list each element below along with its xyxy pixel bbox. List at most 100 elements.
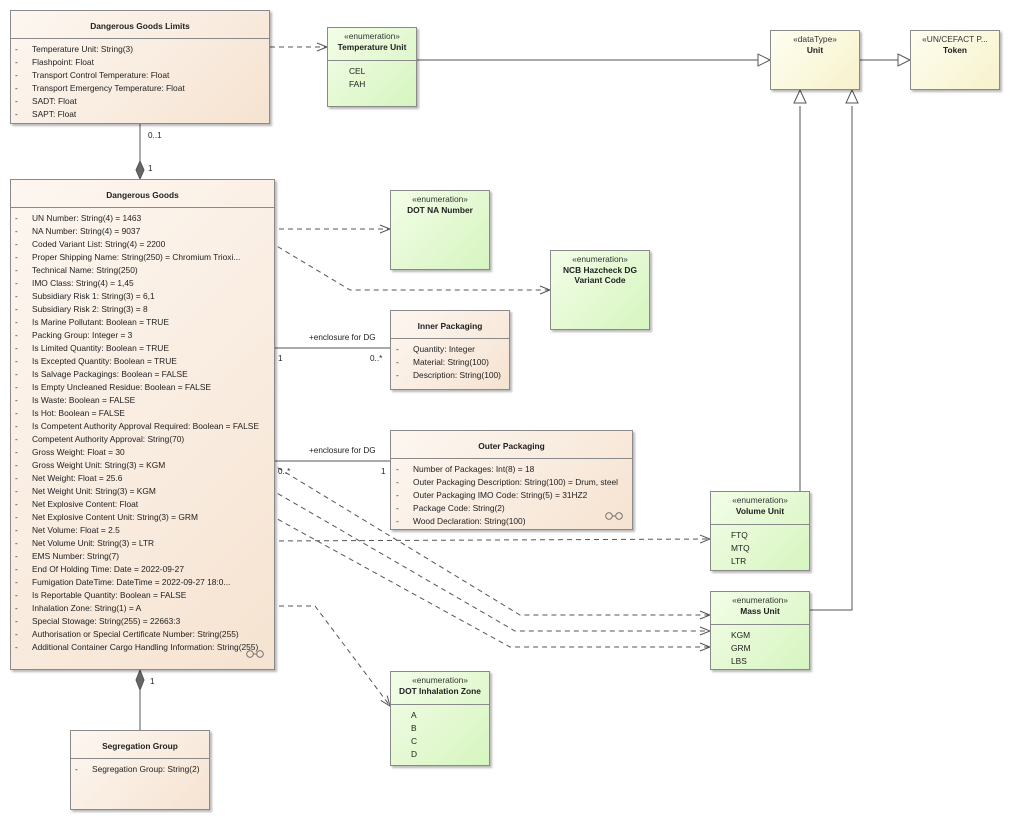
attribute-row[interactable]: -Is Waste: Boolean = FALSE <box>15 394 274 407</box>
attribute-row[interactable]: -Net Weight Unit: String(3) = KGM <box>15 485 274 498</box>
attribute-row[interactable]: -Transport Emergency Temperature: Float <box>15 82 269 95</box>
volume-unit-enumeration[interactable]: «enumeration» Volume Unit FTQ MTQ LTR <box>710 491 810 571</box>
visibility-marker: - <box>15 369 18 379</box>
attribute-row[interactable]: -Package Code: String(2) <box>396 502 632 515</box>
attribute-row[interactable]: -Competent Authority Approval: String(70… <box>15 433 274 446</box>
attribute-row[interactable]: -Subsidiary Risk 1: String(3) = 6,1 <box>15 290 274 303</box>
datatype-title: Unit <box>806 45 824 55</box>
attribute-list: -Number of Packages: Int(8) = 18-Outer P… <box>391 459 632 528</box>
visibility-marker: - <box>396 370 399 380</box>
enumeration-header: «enumeration» Volume Unit <box>711 492 809 524</box>
attribute-text: Inhalation Zone: String(1) = A <box>32 603 142 613</box>
attribute-row[interactable]: -SADT: Float <box>15 95 269 108</box>
attribute-row[interactable]: -Is Hot: Boolean = FALSE <box>15 407 274 420</box>
attribute-row[interactable]: -Temperature Unit: String(3) <box>15 43 269 56</box>
enumeration-title: DOT NA Number <box>407 205 473 215</box>
attribute-row[interactable]: -Number of Packages: Int(8) = 18 <box>396 463 632 476</box>
linked-note-icon <box>605 512 623 520</box>
attribute-text: UN Number: String(4) = 1463 <box>32 213 142 223</box>
composition-diamond <box>135 159 145 181</box>
attribute-row[interactable]: -Authorisation or Special Certificate Nu… <box>15 628 274 641</box>
enum-literal[interactable]: B <box>411 723 417 733</box>
outer-packaging-class[interactable]: Outer Packaging -Number of Packages: Int… <box>390 430 633 530</box>
ncb-hazcheck-variant-enumeration[interactable]: «enumeration» NCB Hazcheck DG Variant Co… <box>550 250 650 330</box>
visibility-marker: - <box>15 642 18 652</box>
attribute-row[interactable]: -Inhalation Zone: String(1) = A <box>15 602 274 615</box>
attribute-row[interactable]: -Segregation Group: String(2) <box>75 763 209 776</box>
enum-literal[interactable]: LTR <box>731 556 747 566</box>
attribute-text: Packing Group: Integer = 3 <box>32 330 133 340</box>
attribute-row[interactable]: -Gross Weight Unit: String(3) = KGM <box>15 459 274 472</box>
attribute-row[interactable]: -Technical Name: String(250) <box>15 264 274 277</box>
stereotype-label: «enumeration» <box>732 495 788 505</box>
enum-literal[interactable]: GRM <box>731 643 751 653</box>
attribute-row[interactable]: -Wood Declaration: String(100) <box>396 515 632 528</box>
unit-datatype[interactable]: «dataType» Unit <box>770 30 860 90</box>
attribute-row[interactable]: -Transport Control Temperature: Float <box>15 69 269 82</box>
visibility-marker: - <box>15 499 18 509</box>
visibility-marker: - <box>15 330 18 340</box>
dangerous-goods-class[interactable]: Dangerous Goods -UN Number: String(4) = … <box>10 179 275 670</box>
attribute-row[interactable]: -EMS Number: String(7) <box>15 550 274 563</box>
enum-literal[interactable]: A <box>411 710 417 720</box>
attribute-row[interactable]: -Coded Variant List: String(4) = 2200 <box>15 238 274 251</box>
attribute-row[interactable]: -Outer Packaging Description: String(100… <box>396 476 632 489</box>
attribute-row[interactable]: -Subsidiary Risk 2: String(3) = 8 <box>15 303 274 316</box>
attribute-row[interactable]: - Packing Group: Integer = 3 <box>15 329 274 342</box>
attribute-row[interactable]: -Is Empty Uncleaned Residue: Boolean = F… <box>15 381 274 394</box>
enum-literal[interactable]: KGM <box>731 630 751 640</box>
segregation-group-class[interactable]: Segregation Group -Segregation Group: St… <box>70 730 210 810</box>
attribute-row[interactable]: -Description: String(100) <box>396 369 509 382</box>
dependency-mass-unit-explosive <box>269 514 710 647</box>
attribute-row[interactable]: -NA Number: String(4) = 9037 <box>15 225 274 238</box>
enum-literal[interactable]: D <box>411 749 418 759</box>
attribute-row[interactable]: -Gross Weight: Float = 30 <box>15 446 274 459</box>
enumeration-title: Mass Unit <box>740 606 780 616</box>
enum-literal[interactable]: FTQ <box>731 530 748 540</box>
attribute-text: Is Empty Uncleaned Residue: Boolean = FA… <box>32 382 212 392</box>
visibility-marker: - <box>15 96 18 106</box>
visibility-marker: - <box>396 490 399 500</box>
attribute-row[interactable]: -Flashpoint: Float <box>15 56 269 69</box>
attribute-row[interactable]: -IMO Class: String(4) = 1,45 <box>15 277 274 290</box>
attribute-row[interactable]: -Net Explosive Content: Float <box>15 498 274 511</box>
enum-literal[interactable]: C <box>411 736 418 746</box>
stereotype-label: «dataType» <box>793 34 837 44</box>
attribute-row[interactable]: -Additional Container Cargo Handling Inf… <box>15 641 274 654</box>
dangerous-goods-limits-class[interactable]: Dangerous Goods Limits -Temperature Unit… <box>10 10 270 124</box>
attribute-row[interactable]: -End Of Holding Time: Date = 2022-09-27 <box>15 563 274 576</box>
enum-literal[interactable]: FAH <box>349 79 366 89</box>
dot-na-number-enumeration[interactable]: «enumeration» DOT NA Number <box>390 190 490 270</box>
attribute-row[interactable]: -Is Marine Pollutant: Boolean = TRUE <box>15 316 274 329</box>
attribute-row[interactable]: -Proper Shipping Name: String(250) = Chr… <box>15 251 274 264</box>
attribute-row[interactable]: -Is Limited Quantity: Boolean = TRUE <box>15 342 274 355</box>
visibility-marker: - <box>75 764 78 774</box>
attribute-row[interactable]: -Material: String(100) <box>396 356 509 369</box>
attribute-row[interactable]: -Outer Packaging IMO Code: String(5) = 3… <box>396 489 632 502</box>
attribute-row[interactable]: -Is Salvage Packagings: Boolean = FALSE <box>15 368 274 381</box>
attribute-row[interactable]: -Special Stowage: String(255) = 22663:3 <box>15 615 274 628</box>
attribute-row[interactable]: -Net Explosive Content Unit: String(3) =… <box>15 511 274 524</box>
enum-literal[interactable]: MTQ <box>731 543 750 553</box>
attribute-row[interactable]: -Net Volume: Float = 2.5 <box>15 524 274 537</box>
attribute-row[interactable]: -Net Weight: Float = 25.6 <box>15 472 274 485</box>
attribute-row[interactable]: -Is Reportable Quantity: Boolean = FALSE <box>15 589 274 602</box>
class-title: Outer Packaging <box>478 441 545 451</box>
token-datatype[interactable]: «UN/CEFACT P... Token <box>910 30 1000 90</box>
enum-literal[interactable]: CEL <box>349 66 366 76</box>
inner-packaging-class[interactable]: Inner Packaging -Quantity: Integer-Mater… <box>390 310 510 390</box>
attribute-row[interactable]: -Quantity: Integer <box>396 343 509 356</box>
class-title: Inner Packaging <box>417 321 483 331</box>
attribute-row[interactable]: -SAPT: Float <box>15 108 269 121</box>
attribute-row[interactable]: -UN Number: String(4) = 1463 <box>15 212 274 225</box>
enum-literal[interactable]: LBS <box>731 656 747 666</box>
visibility-marker: - <box>15 44 18 54</box>
attribute-row[interactable]: -Is Competent Authority Approval Require… <box>15 420 274 433</box>
multiplicity-label: 1 <box>381 467 386 476</box>
attribute-row[interactable]: -Fumigation DateTime: DateTime = 2022-09… <box>15 576 274 589</box>
attribute-row[interactable]: -Is Excepted Quantity: Boolean = TRUE <box>15 355 274 368</box>
attribute-row[interactable]: -Net Volume Unit: String(3) = LTR <box>15 537 274 550</box>
